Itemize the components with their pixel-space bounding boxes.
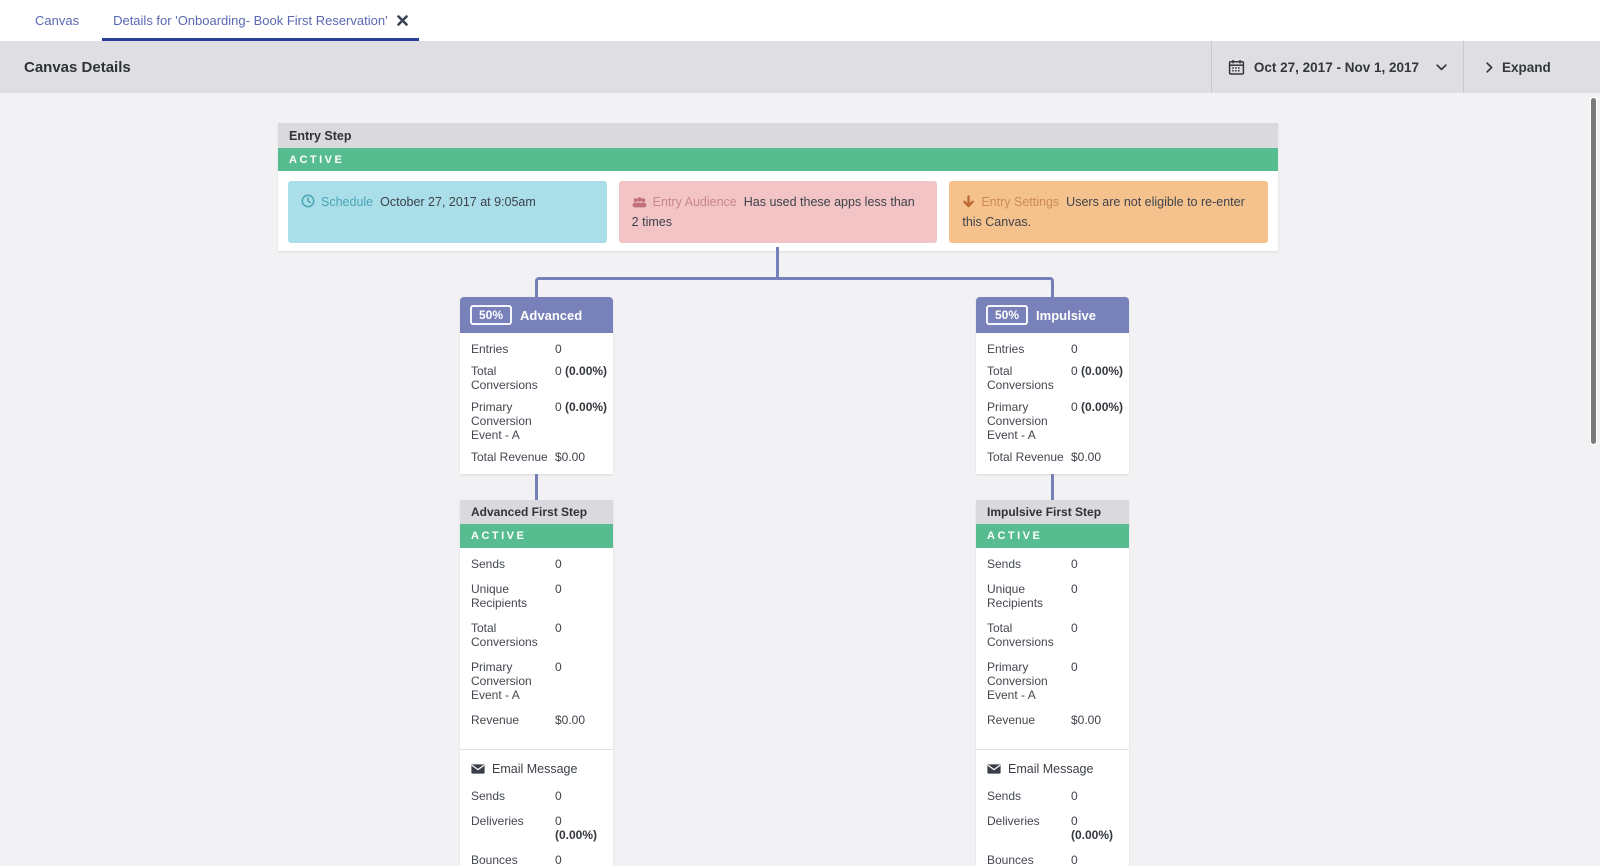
entry-audience-label: Entry Audience: [652, 195, 737, 209]
calendar-icon: [1228, 59, 1245, 76]
variant-header-advanced[interactable]: 50% Advanced: [460, 297, 613, 333]
divider: [460, 748, 613, 750]
page-title: Canvas Details: [24, 58, 131, 76]
step-status-banner: ACTIVE: [460, 524, 613, 549]
email-message-header[interactable]: Email Message: [976, 749, 1129, 787]
schedule-label: Schedule: [321, 195, 374, 209]
entry-settings-label: Entry Settings: [981, 195, 1060, 209]
expand-button[interactable]: Expand: [1463, 41, 1600, 93]
connector-stem: [776, 247, 779, 277]
email-message-header[interactable]: Email Message: [460, 749, 613, 787]
clock-icon: [301, 194, 315, 208]
tab-canvas[interactable]: Canvas: [24, 0, 90, 41]
stat-row: Total Revenue$0.00: [987, 450, 1102, 465]
entry-step-card[interactable]: Entry Step ACTIVE Schedule October 27, 20…: [278, 123, 1278, 251]
variant-header-impulsive[interactable]: 50% Impulsive: [976, 297, 1129, 333]
tab-details[interactable]: Details for 'Onboarding- Book First Rese…: [102, 0, 420, 41]
divider: [976, 748, 1129, 750]
entry-step-body: Schedule October 27, 2017 at 9:05am Entry…: [278, 171, 1278, 251]
schedule-box[interactable]: Schedule October 27, 2017 at 9:05am: [288, 181, 607, 243]
step-title: Advanced First Step: [460, 500, 613, 525]
connector-stem: [535, 474, 538, 501]
tab-bar: Canvas Details for 'Onboarding- Book Fir…: [0, 0, 1600, 41]
expand-label: Expand: [1502, 59, 1551, 75]
users-icon: [632, 196, 647, 208]
envelope-icon: [471, 763, 485, 774]
tab-canvas-label: Canvas: [35, 13, 80, 28]
date-range-value: Oct 27, 2017 - Nov 1, 2017: [1253, 59, 1419, 75]
entry-step-status-banner: ACTIVE: [278, 148, 1278, 171]
connector-branch: [535, 277, 1054, 297]
entry-audience-value: Has used these apps less than 2 times: [631, 195, 915, 229]
variant-percent-badge: 50%: [986, 305, 1029, 325]
canvas-flow-area: Entry Step ACTIVE Schedule October 27, 20…: [0, 93, 1600, 866]
schedule-value: October 27, 2017 at 9:05am: [380, 195, 536, 209]
stat-row: Revenue$0.00: [987, 713, 1102, 728]
tab-details-label: Details for 'Onboarding- Book First Rese…: [113, 13, 388, 28]
entry-settings-value: Users are not eligible to re-enter this …: [962, 195, 1245, 229]
email-message-label: Email Message: [492, 761, 578, 776]
vertical-scrollbar[interactable]: [1590, 97, 1597, 445]
entry-step-title: Entry Step: [278, 123, 1278, 148]
variant-name: Impulsive: [1036, 307, 1096, 323]
stat-row: Revenue$0.00: [471, 713, 586, 728]
variant-name: Advanced: [520, 307, 583, 323]
date-range-picker[interactable]: Oct 27, 2017 - Nov 1, 2017: [1210, 41, 1463, 93]
stat-row: Total Revenue$0.00: [471, 450, 586, 465]
envelope-icon: [987, 763, 1001, 774]
canvas-details-header: Canvas Details Oct 27, 2017 - Nov 1, 201…: [0, 41, 1600, 93]
email-message-label: Email Message: [1008, 761, 1094, 776]
chevron-down-icon: [1436, 63, 1447, 71]
arrow-down-icon: [962, 195, 975, 208]
step-title: Impulsive First Step: [976, 500, 1129, 525]
close-icon[interactable]: [396, 15, 408, 26]
step-status-banner: ACTIVE: [976, 524, 1129, 549]
chevron-right-icon: [1486, 61, 1493, 73]
variant-percent-badge: 50%: [470, 305, 513, 325]
connector-stem: [1051, 474, 1054, 501]
